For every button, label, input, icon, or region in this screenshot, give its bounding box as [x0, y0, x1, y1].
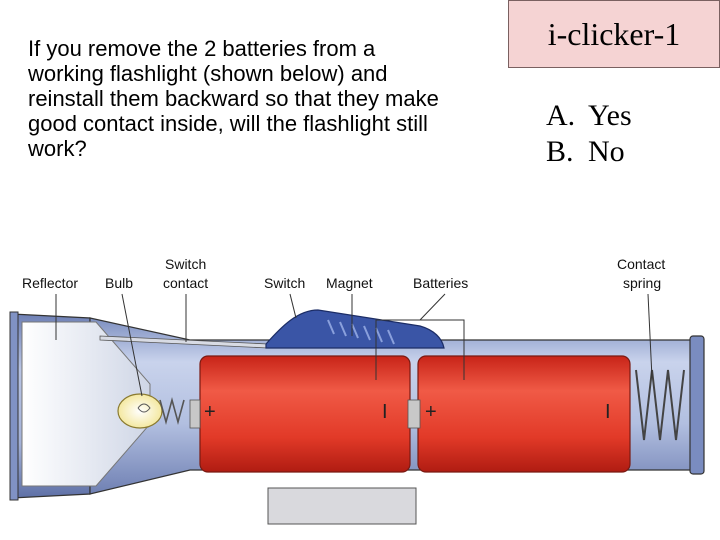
- lens-rim: [9, 311, 19, 501]
- battery-left-minus: I: [382, 401, 388, 423]
- option-a[interactable]: A. Yes: [546, 98, 632, 134]
- battery-left: [199, 355, 411, 473]
- label-leader-lines: [55, 293, 653, 397]
- battery-left-plus: +: [204, 401, 216, 423]
- clicker-title: i-clicker-1: [547, 15, 681, 52]
- battery-left-nub: [189, 399, 201, 429]
- battery-right-plus: +: [425, 401, 437, 423]
- label-switch-contact-line1: Switch: [165, 256, 206, 272]
- battery-right-nub: [407, 399, 421, 429]
- battery-right-minus: I: [605, 401, 611, 423]
- belt-clip: [267, 487, 417, 525]
- label-switch: Switch: [264, 275, 305, 291]
- option-b[interactable]: B. No: [546, 134, 632, 170]
- option-b-letter: B.: [546, 135, 574, 168]
- bulb: [117, 393, 163, 429]
- bulb-base-coil: [159, 396, 185, 426]
- label-reflector: Reflector: [22, 275, 78, 291]
- answer-options: A. Yes B. No: [546, 98, 632, 170]
- bulb-filament: [137, 403, 151, 413]
- option-a-text: Yes: [588, 99, 632, 132]
- battery-right: [417, 355, 631, 473]
- contact-spring: [635, 369, 685, 441]
- clicker-title-box: i-clicker-1: [508, 0, 720, 68]
- label-contact-spring-line1: Contact: [617, 256, 665, 272]
- label-batteries: Batteries: [413, 275, 468, 291]
- label-magnet: Magnet: [326, 275, 373, 291]
- option-a-letter: A.: [546, 99, 576, 132]
- flashlight-diagram: Reflector Bulb Switch contact Switch Mag…: [9, 256, 705, 525]
- question-text: If you remove the 2 batteries from a wor…: [28, 36, 439, 161]
- label-contact-spring-line2: spring: [623, 275, 661, 291]
- label-switch-contact-line2: contact: [163, 275, 208, 291]
- option-b-text: No: [588, 135, 625, 168]
- tail-cap: [689, 335, 705, 475]
- label-bulb: Bulb: [105, 275, 133, 291]
- switch-grip-ridges: [327, 319, 395, 345]
